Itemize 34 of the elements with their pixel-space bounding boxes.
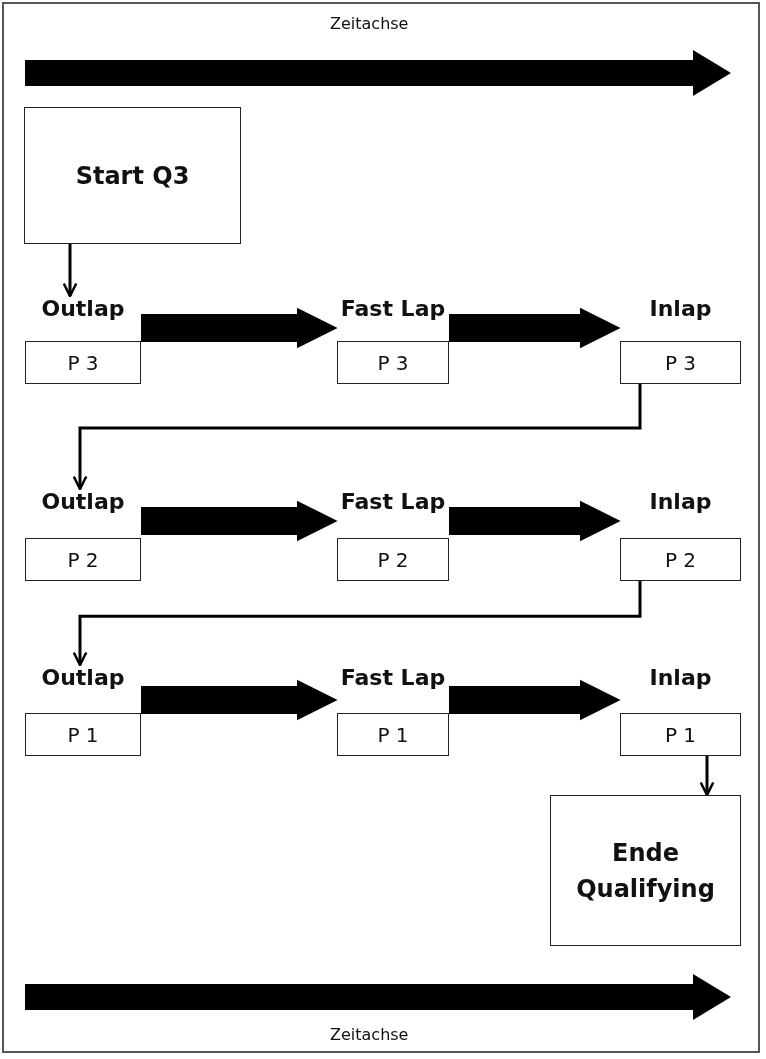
driver-box: P 2 [337, 538, 449, 581]
block-arrow [141, 500, 338, 542]
block-arrow [449, 679, 621, 721]
arrow [72, 581, 642, 667]
axis-label: Zeitachse [330, 14, 409, 33]
box-text: Start Q3 [75, 160, 190, 192]
lap-heading: Outlap [40, 665, 126, 690]
driver-box: P 1 [620, 713, 741, 756]
process-box [24, 107, 241, 244]
lap-heading: Inlap [648, 296, 713, 321]
arrow [62, 244, 78, 298]
driver-box: P 3 [337, 341, 449, 384]
driver-box: P 1 [337, 713, 449, 756]
driver-box: P 2 [620, 538, 741, 581]
driver-box: P 1 [25, 713, 141, 756]
arrow [72, 384, 642, 491]
driver-box: P 3 [620, 341, 741, 384]
block-arrow [141, 307, 338, 349]
lap-heading: Fast Lap [339, 665, 447, 690]
driver-box: P 3 [25, 341, 141, 384]
lap-heading: Fast Lap [339, 489, 447, 514]
process-box [550, 795, 741, 946]
box-text: Ende Qualifying [575, 837, 716, 905]
lap-heading: Fast Lap [339, 296, 447, 321]
driver-box: P 2 [25, 538, 141, 581]
block-arrow [449, 500, 621, 542]
lap-heading: Outlap [40, 296, 126, 321]
lap-heading: Inlap [648, 489, 713, 514]
block-arrow [141, 679, 338, 721]
arrow [699, 756, 715, 797]
lap-heading: Outlap [40, 489, 126, 514]
lap-heading: Inlap [648, 665, 713, 690]
axis-label: Zeitachse [330, 1025, 409, 1044]
block-arrow [449, 307, 621, 349]
